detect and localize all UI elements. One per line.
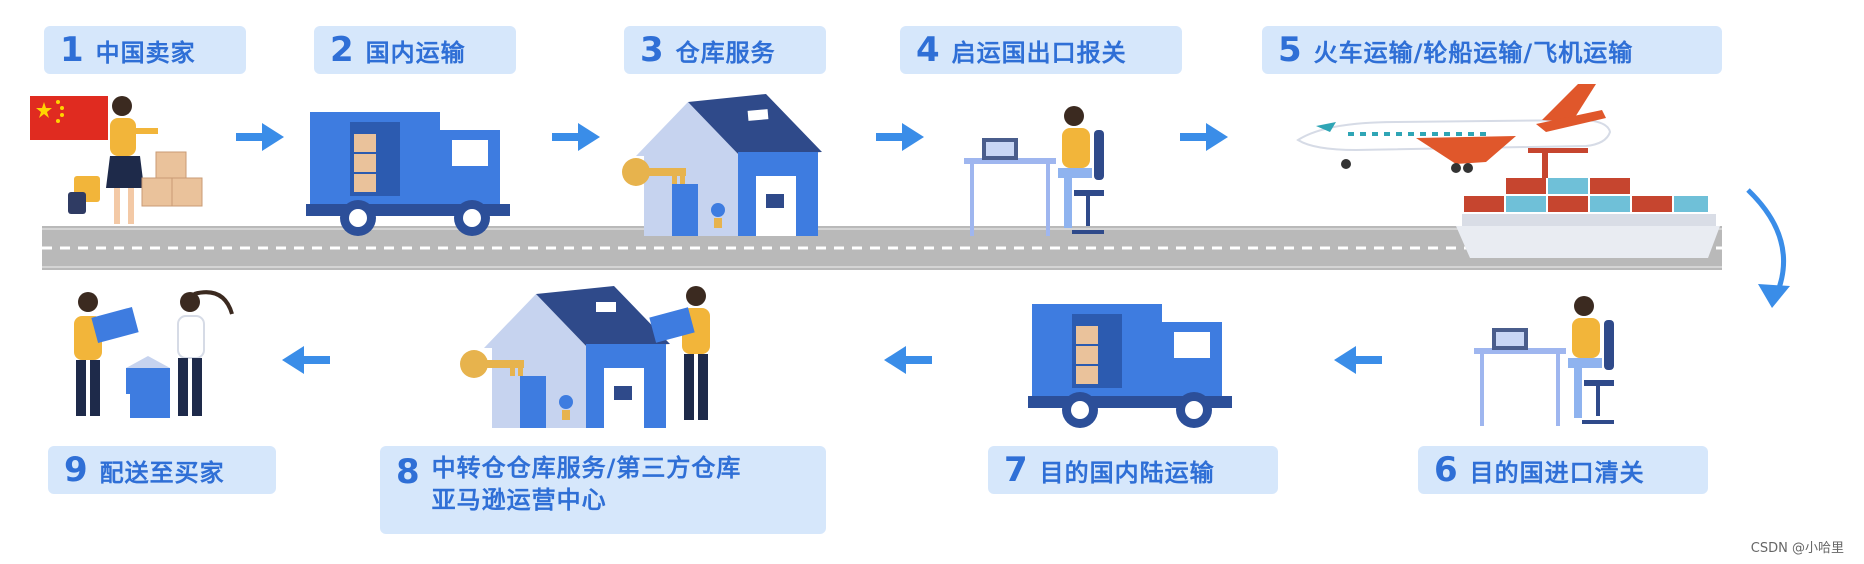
arrow-right-icon	[236, 123, 284, 151]
arrow-right-icon	[1180, 123, 1228, 151]
arrow-right-icon	[876, 123, 924, 151]
watermark: CSDN @小哈里	[1751, 537, 1844, 556]
seller-with-flag-illustration	[30, 88, 230, 238]
transit-warehouse-illustration	[456, 282, 726, 442]
import-clerk-illustration	[1474, 290, 1644, 430]
airplane-icon	[1298, 84, 1610, 173]
truck-illustration	[1028, 300, 1238, 430]
box-icon	[126, 356, 170, 418]
china-flag-icon	[30, 96, 108, 140]
delivery-to-buyer-illustration	[64, 288, 254, 428]
arrow-curve-down-icon	[1748, 190, 1790, 308]
customs-clerk-illustration	[964, 100, 1134, 240]
arrow-right-icon	[552, 123, 600, 151]
plane-and-ship-illustration	[1296, 78, 1726, 258]
warehouse-illustration	[616, 92, 836, 238]
arrow-left-icon	[884, 346, 932, 374]
arrow-left-icon	[1334, 346, 1382, 374]
truck-illustration	[306, 108, 516, 238]
arrow-left-icon	[282, 346, 330, 374]
cargo-ship-icon	[1456, 148, 1720, 258]
